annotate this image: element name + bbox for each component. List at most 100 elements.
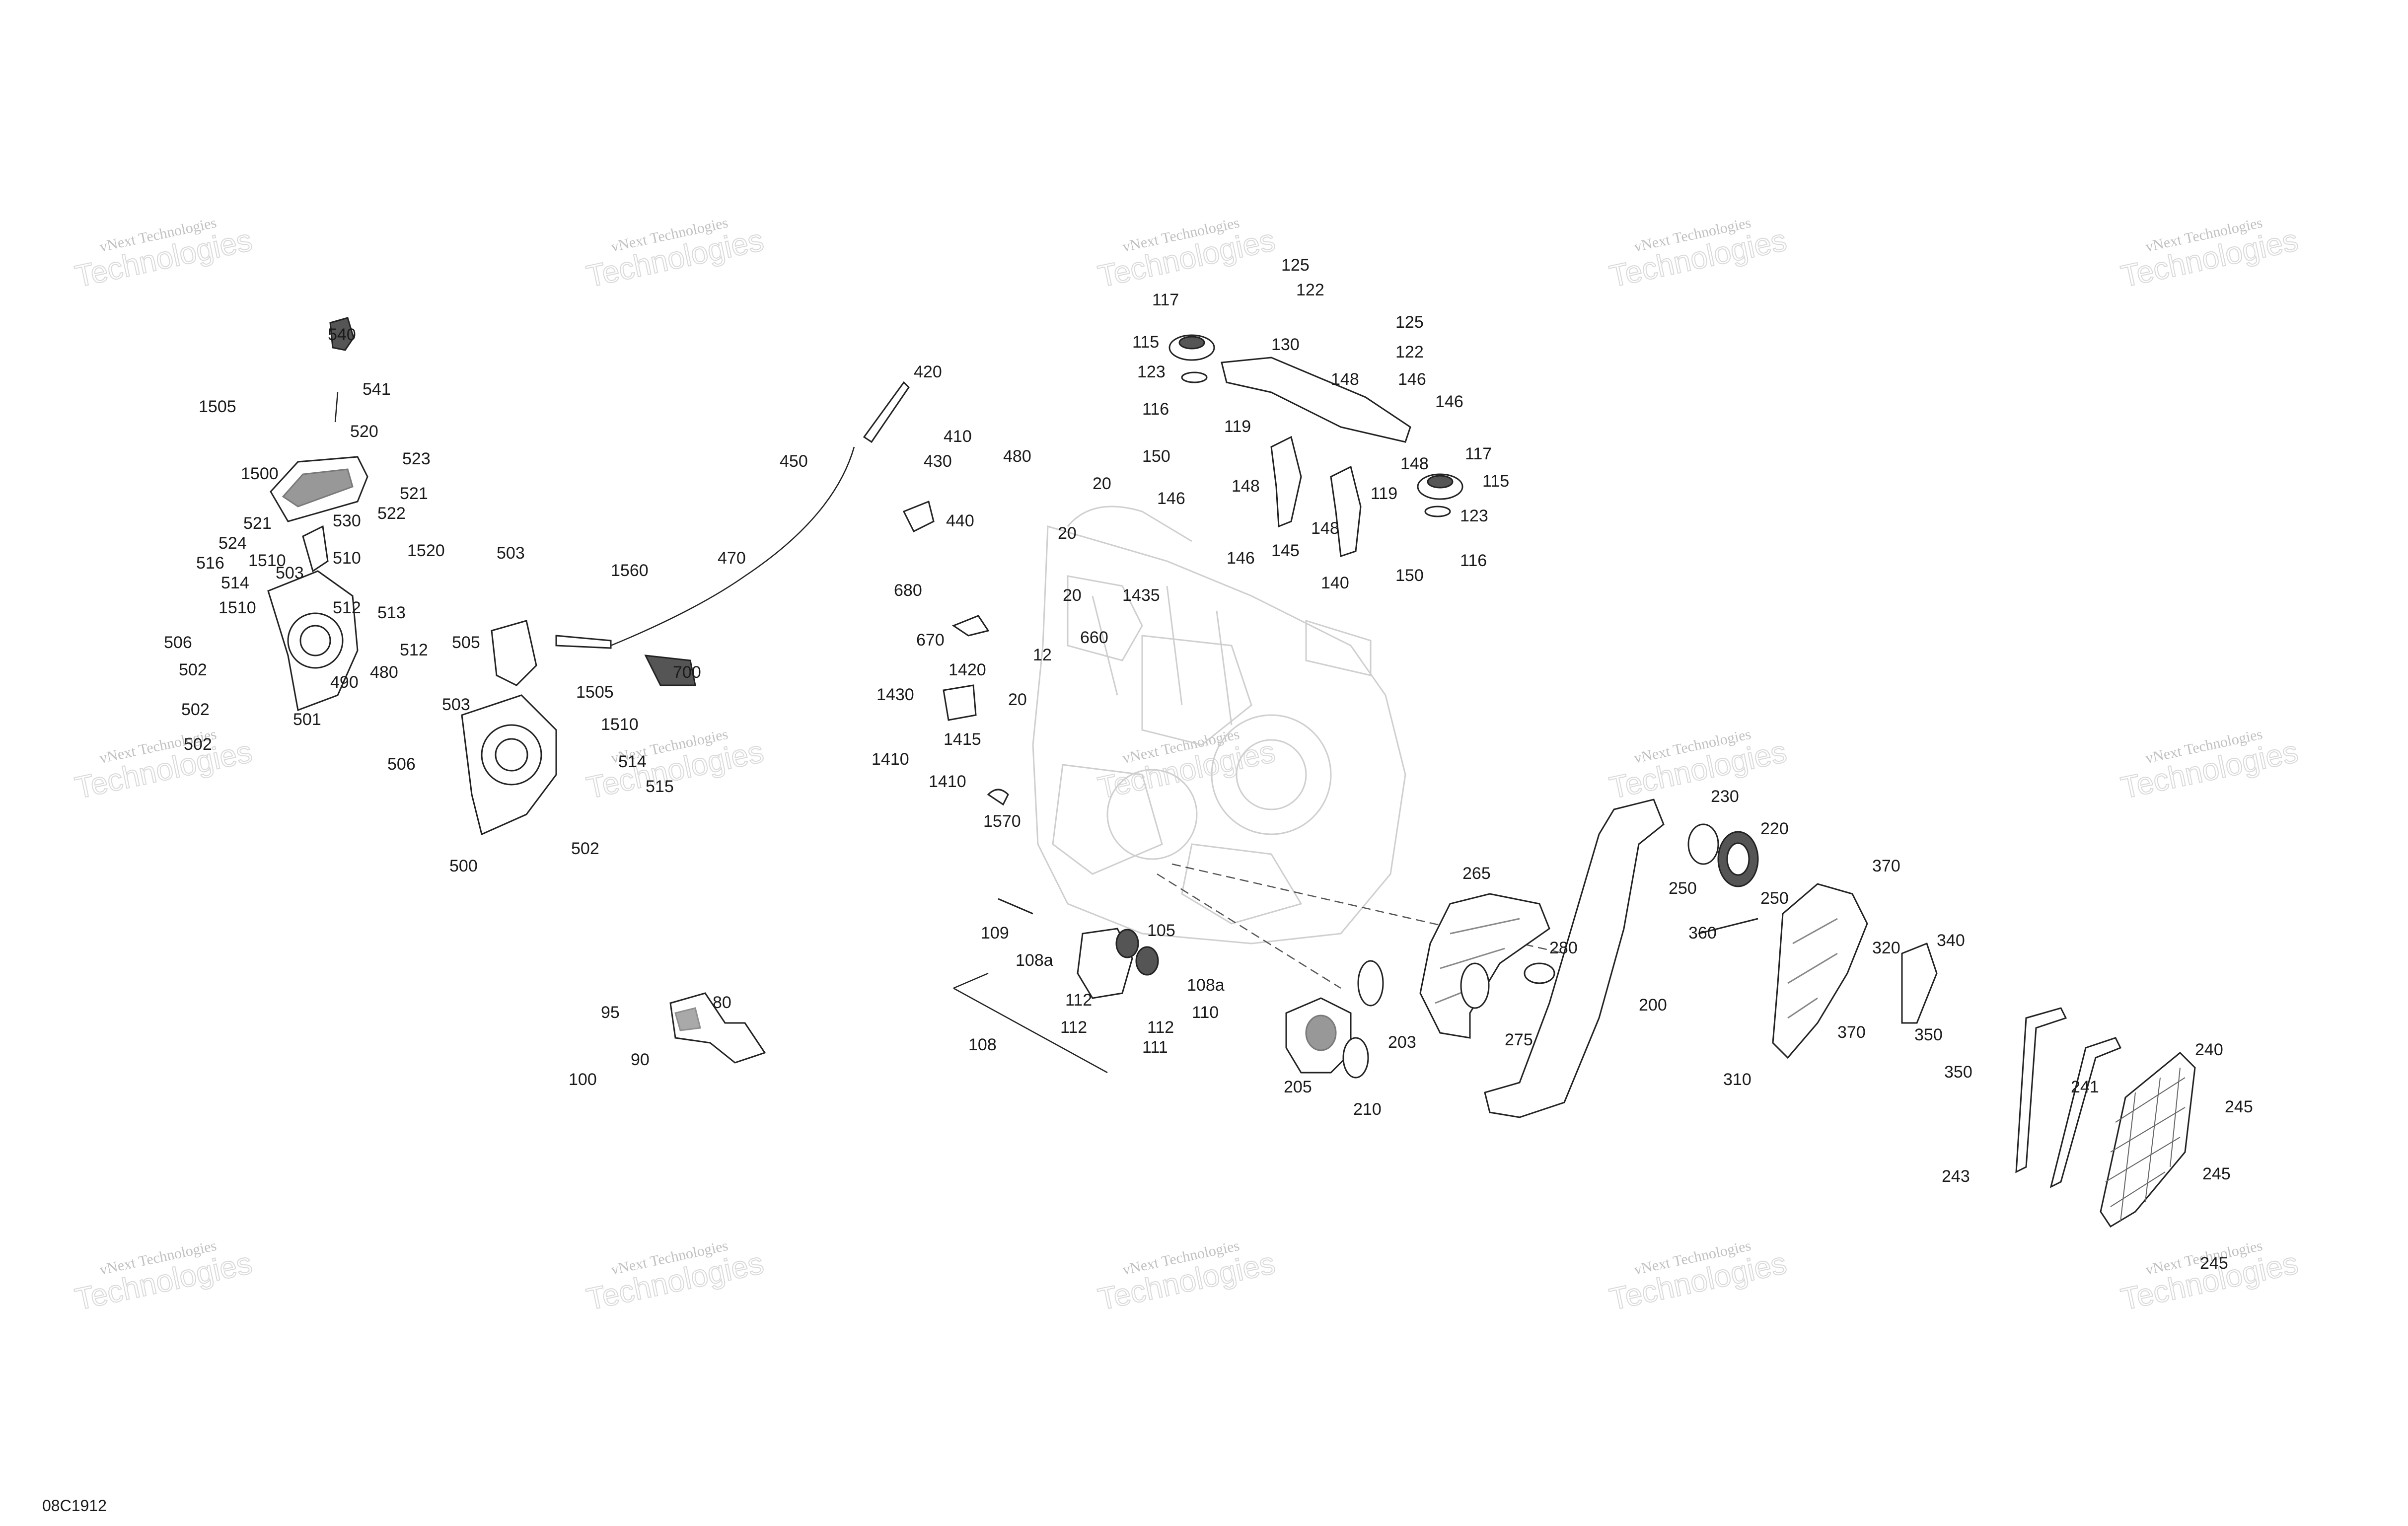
callout-label: 350 bbox=[1944, 1063, 1972, 1082]
washer-123 bbox=[1181, 371, 1208, 383]
callout-label: 146 bbox=[1398, 370, 1426, 389]
callout-label: 146 bbox=[1157, 489, 1185, 508]
callout-label: 243 bbox=[1942, 1167, 1970, 1186]
callout-label: 90 bbox=[631, 1050, 650, 1069]
callout-label: 111 bbox=[1142, 1038, 1168, 1057]
callout-label: 1505 bbox=[576, 683, 614, 702]
callout-label: 280 bbox=[1549, 939, 1578, 957]
shifter-knob bbox=[329, 317, 355, 351]
callout-label: 117 bbox=[1152, 291, 1179, 309]
callout-label: 506 bbox=[164, 633, 192, 652]
callout-label: 125 bbox=[1395, 313, 1424, 332]
callout-label: 241 bbox=[2071, 1078, 2099, 1096]
callout-label: 1500 bbox=[241, 464, 279, 483]
bracket-670 bbox=[951, 615, 990, 637]
bracket-440 bbox=[902, 500, 935, 533]
callout-label: 203 bbox=[1388, 1033, 1416, 1052]
callout-label: 505 bbox=[452, 633, 480, 652]
callout-label: 502 bbox=[571, 839, 599, 858]
callout-label: 506 bbox=[387, 755, 416, 774]
callout-label: 140 bbox=[1321, 574, 1349, 592]
leader-line bbox=[953, 972, 1108, 1074]
shift-cable-470 bbox=[555, 381, 910, 686]
callout-label: 122 bbox=[1296, 281, 1324, 299]
bolt-109 bbox=[998, 898, 1033, 915]
callout-label: 220 bbox=[1760, 819, 1789, 838]
callout-label: 150 bbox=[1395, 566, 1424, 585]
callout-label: 275 bbox=[1505, 1030, 1533, 1049]
crossmember-130 bbox=[1221, 357, 1411, 443]
callout-label: 245 bbox=[2202, 1164, 2231, 1183]
callout-label: 480 bbox=[1003, 447, 1031, 466]
callout-label: 410 bbox=[944, 427, 972, 446]
callout-label: 1410 bbox=[929, 772, 966, 791]
callout-label: 119 bbox=[1224, 417, 1251, 436]
callout-label: 200 bbox=[1639, 996, 1667, 1015]
callout-label: 450 bbox=[780, 452, 808, 471]
callout-label: 514 bbox=[221, 574, 249, 592]
callout-label: 117 bbox=[1465, 444, 1492, 463]
callout-label: 420 bbox=[914, 363, 942, 381]
callout-label: 146 bbox=[1435, 392, 1463, 411]
intake-boot-265 bbox=[1419, 893, 1550, 1039]
callout-label: 115 bbox=[1132, 333, 1159, 352]
dashed-guide bbox=[1157, 873, 1341, 989]
clip-1570 bbox=[987, 789, 1009, 806]
callout-label: 115 bbox=[1482, 472, 1509, 491]
callout-label: 503 bbox=[497, 544, 525, 563]
callout-label: 230 bbox=[1711, 787, 1739, 806]
pedal-80 bbox=[669, 992, 766, 1064]
callout-label: 148 bbox=[1311, 519, 1339, 538]
clamp-210 bbox=[1342, 1037, 1369, 1079]
mount-115-right bbox=[1417, 473, 1463, 500]
shifter-console-1500 bbox=[270, 456, 368, 522]
callout-label: 1420 bbox=[949, 660, 986, 679]
callout-label: 205 bbox=[1284, 1078, 1312, 1096]
callout-label: 119 bbox=[1371, 484, 1397, 503]
callout-label: 146 bbox=[1227, 549, 1255, 568]
clamp-275 bbox=[1460, 962, 1490, 1009]
callout-label: 680 bbox=[894, 581, 922, 600]
callout-label: 660 bbox=[1080, 628, 1108, 647]
airbox-205 bbox=[1285, 997, 1352, 1074]
callout-label: 1430 bbox=[876, 685, 914, 704]
callout-label: 145 bbox=[1271, 541, 1300, 560]
callout-label: 430 bbox=[924, 452, 952, 471]
callout-label: 1505 bbox=[199, 397, 236, 416]
clamp-203 bbox=[1357, 960, 1384, 1007]
grille-240 bbox=[2100, 1051, 2196, 1228]
callout-label: 123 bbox=[1137, 363, 1166, 381]
callout-label: 250 bbox=[1669, 879, 1697, 898]
callout-label: 105 bbox=[1147, 921, 1175, 940]
callout-label: 1415 bbox=[944, 730, 981, 749]
callout-label: 240 bbox=[2195, 1040, 2223, 1059]
callout-label: 148 bbox=[1232, 477, 1260, 496]
callout-label: 116 bbox=[1460, 551, 1487, 570]
clamp-280 bbox=[1524, 962, 1555, 984]
callout-label: 440 bbox=[946, 511, 974, 530]
callout-label: 108a bbox=[1016, 951, 1053, 970]
callout-label: 245 bbox=[2200, 1254, 2228, 1273]
callout-label: 512 bbox=[400, 641, 428, 659]
callout-label: 521 bbox=[400, 484, 428, 503]
engine-outline bbox=[1032, 506, 1406, 945]
callout-label: 670 bbox=[916, 631, 945, 650]
callout-label: 108a bbox=[1187, 976, 1225, 995]
callout-label: 1510 bbox=[601, 715, 639, 734]
callout-label: 515 bbox=[646, 777, 674, 796]
callout-label: 510 bbox=[333, 549, 361, 568]
callout-label: 480 bbox=[370, 663, 398, 682]
callout-label: 1410 bbox=[872, 750, 909, 769]
callout-label: 503 bbox=[276, 564, 304, 582]
strip-243 bbox=[2015, 1007, 2067, 1173]
callout-label: 100 bbox=[569, 1070, 597, 1089]
callout-label: 112 bbox=[1147, 1018, 1174, 1037]
